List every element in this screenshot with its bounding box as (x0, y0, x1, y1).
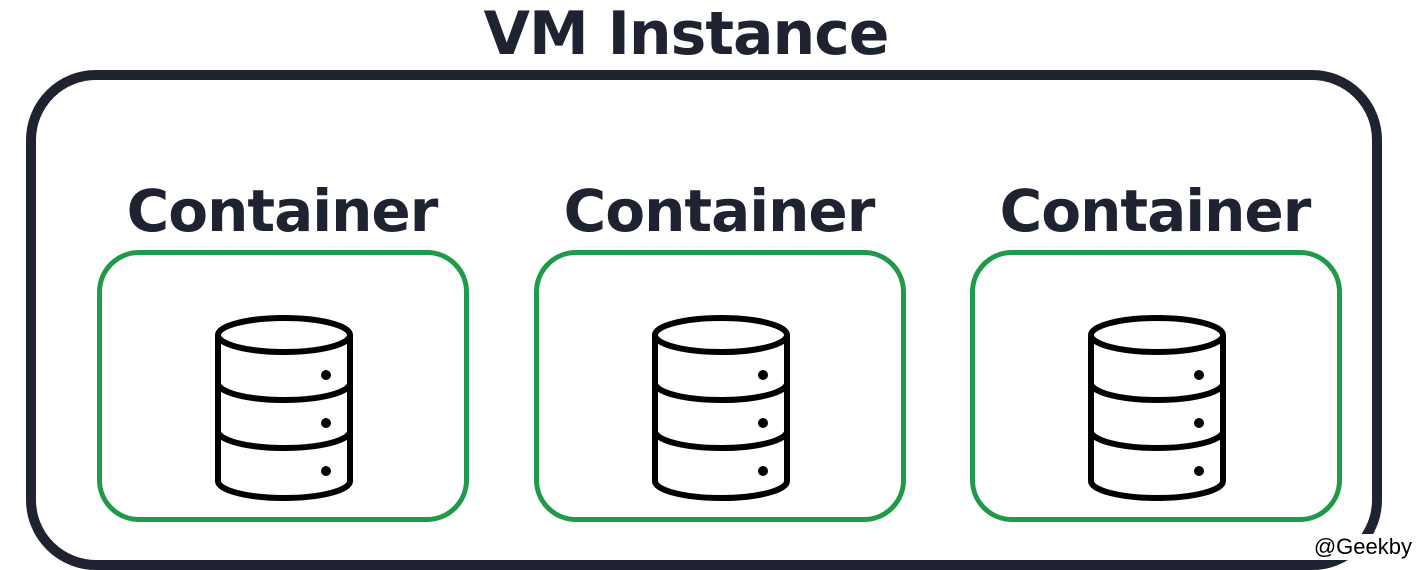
container-box-1 (97, 250, 469, 522)
container-label-2: Container (563, 177, 876, 245)
container-box-3 (970, 250, 1342, 522)
vm-instance-box (26, 70, 1382, 570)
watermark: @Geekby (1311, 534, 1414, 560)
database-icon (652, 315, 790, 501)
vm-instance-title: VM Instance (483, 0, 890, 69)
database-icon (215, 315, 353, 501)
container-box-2 (534, 250, 906, 522)
database-icon (1088, 315, 1226, 501)
container-label-1: Container (126, 177, 439, 245)
container-label-3: Container (999, 177, 1312, 245)
